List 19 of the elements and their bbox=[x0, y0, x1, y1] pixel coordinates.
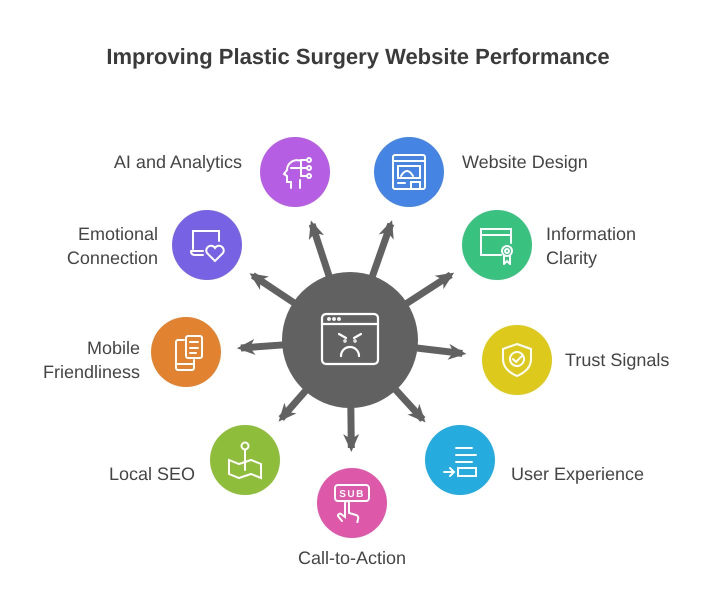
item-label: Call-to-Action bbox=[296, 547, 408, 570]
arrow bbox=[368, 220, 394, 279]
item-label: Information Clarity bbox=[546, 223, 638, 270]
arrow bbox=[308, 220, 333, 278]
item-label: Mobile Friendliness bbox=[42, 337, 140, 384]
arrow bbox=[392, 386, 426, 422]
item-label: User Experience bbox=[511, 463, 646, 486]
item-label: Emotional Connection bbox=[66, 223, 158, 270]
item-label: AI and Analytics bbox=[112, 151, 242, 174]
arrow bbox=[343, 406, 360, 452]
arrow bbox=[404, 272, 454, 308]
arrow bbox=[415, 344, 466, 360]
item-label: Trust Signals bbox=[565, 349, 670, 372]
item-label: Website Design bbox=[462, 151, 589, 174]
item-label: Local SEO bbox=[108, 463, 195, 486]
arrow bbox=[278, 387, 310, 422]
arrow bbox=[236, 338, 284, 355]
arrow bbox=[249, 272, 297, 306]
title: Improving Plastic Surgery Website Performance bbox=[105, 44, 611, 70]
